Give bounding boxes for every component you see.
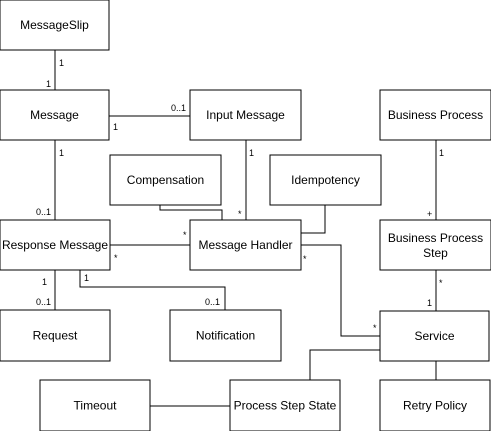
multiplicity-label: 1 bbox=[113, 122, 118, 132]
class-box-compensation[interactable]: Compensation bbox=[109, 154, 222, 206]
edge-message-response: 1 0..1 bbox=[36, 140, 64, 220]
class-label-line-2: Step bbox=[423, 246, 448, 260]
edge-slip-message: 1 1 bbox=[46, 50, 64, 90]
multiplicity-label: 0..1 bbox=[205, 297, 220, 307]
class-box-response-message[interactable]: Response Message bbox=[0, 219, 111, 271]
multiplicity-label: 0..1 bbox=[171, 103, 186, 113]
class-label: Request bbox=[33, 329, 78, 343]
edge-response-handler: * * bbox=[110, 230, 190, 263]
class-box-request[interactable]: Request bbox=[0, 309, 111, 362]
class-label: Retry Policy bbox=[403, 399, 467, 413]
edge-step-service: * 1 bbox=[427, 270, 443, 311]
multiplicity-label: 1 bbox=[46, 79, 51, 89]
multiplicity-label: + bbox=[427, 209, 432, 219]
class-box-idempotency[interactable]: Idempotency bbox=[269, 154, 382, 206]
class-box-retry-policy[interactable]: Retry Policy bbox=[379, 379, 491, 431]
class-box-business-process-step[interactable]: Business Process Step bbox=[379, 219, 491, 271]
multiplicity-label: * bbox=[183, 230, 187, 240]
class-label: Notification bbox=[196, 329, 255, 343]
edge-idempotency-handler bbox=[301, 205, 326, 234]
class-box-message[interactable]: Message bbox=[0, 89, 110, 141]
multiplicity-label: 0..1 bbox=[36, 207, 51, 217]
class-label: Input Message bbox=[206, 108, 285, 122]
multiplicity-label: 0..1 bbox=[36, 297, 51, 307]
class-box-business-process[interactable]: Business Process bbox=[379, 89, 491, 141]
edge-handler-service: * * bbox=[301, 244, 380, 337]
multiplicity-label: 1 bbox=[59, 148, 64, 158]
edge-response-request: 1 0..1 bbox=[36, 270, 56, 310]
class-label: Idempotency bbox=[291, 173, 360, 187]
connector-line bbox=[159, 205, 223, 220]
class-label-line-1: Business Process bbox=[388, 231, 483, 245]
class-label: Process Step State bbox=[234, 399, 337, 413]
multiplicity-label: * bbox=[303, 254, 307, 264]
class-label: Compensation bbox=[127, 173, 204, 187]
class-box-notification[interactable]: Notification bbox=[169, 309, 282, 362]
edge-input-handler: 1 * bbox=[238, 140, 254, 220]
multiplicity-label: * bbox=[439, 278, 443, 288]
class-label: Message bbox=[30, 108, 79, 122]
connector-line bbox=[309, 349, 380, 380]
class-label: Business Process bbox=[388, 108, 483, 122]
class-box-input-message[interactable]: Input Message bbox=[189, 89, 302, 141]
class-box-message-handler[interactable]: Message Handler bbox=[189, 219, 302, 271]
connector-line bbox=[301, 205, 326, 234]
edge-process-step: 1 + bbox=[427, 140, 444, 220]
class-label: Timeout bbox=[74, 399, 118, 413]
class-label: Message Handler bbox=[198, 238, 292, 252]
multiplicity-label: 1 bbox=[249, 148, 254, 158]
connector-line bbox=[301, 244, 380, 337]
multiplicity-label: 1 bbox=[427, 298, 432, 308]
multiplicity-label: 1 bbox=[42, 277, 47, 287]
edge-response-notification: 1 0..1 bbox=[79, 270, 226, 310]
edge-service-state bbox=[309, 349, 380, 380]
multiplicity-label: 1 bbox=[439, 148, 444, 158]
multiplicity-label: 1 bbox=[59, 58, 64, 68]
multiplicity-label: * bbox=[373, 323, 377, 333]
multiplicity-label: 1 bbox=[84, 273, 89, 283]
class-box-service[interactable]: Service bbox=[379, 310, 490, 362]
class-box-messageslip[interactable]: MessageSlip bbox=[0, 0, 110, 51]
class-box-timeout[interactable]: Timeout bbox=[39, 379, 151, 431]
edge-message-input: 1 0..1 bbox=[109, 103, 190, 132]
class-label: MessageSlip bbox=[20, 18, 89, 32]
edge-compensation-handler bbox=[159, 205, 223, 220]
class-label: Service bbox=[414, 329, 454, 343]
class-label: Response Message bbox=[2, 238, 108, 252]
multiplicity-label: * bbox=[238, 209, 242, 219]
class-box-process-step-state[interactable]: Process Step State bbox=[229, 379, 341, 431]
connector-line bbox=[79, 270, 226, 310]
multiplicity-label: * bbox=[114, 253, 118, 263]
